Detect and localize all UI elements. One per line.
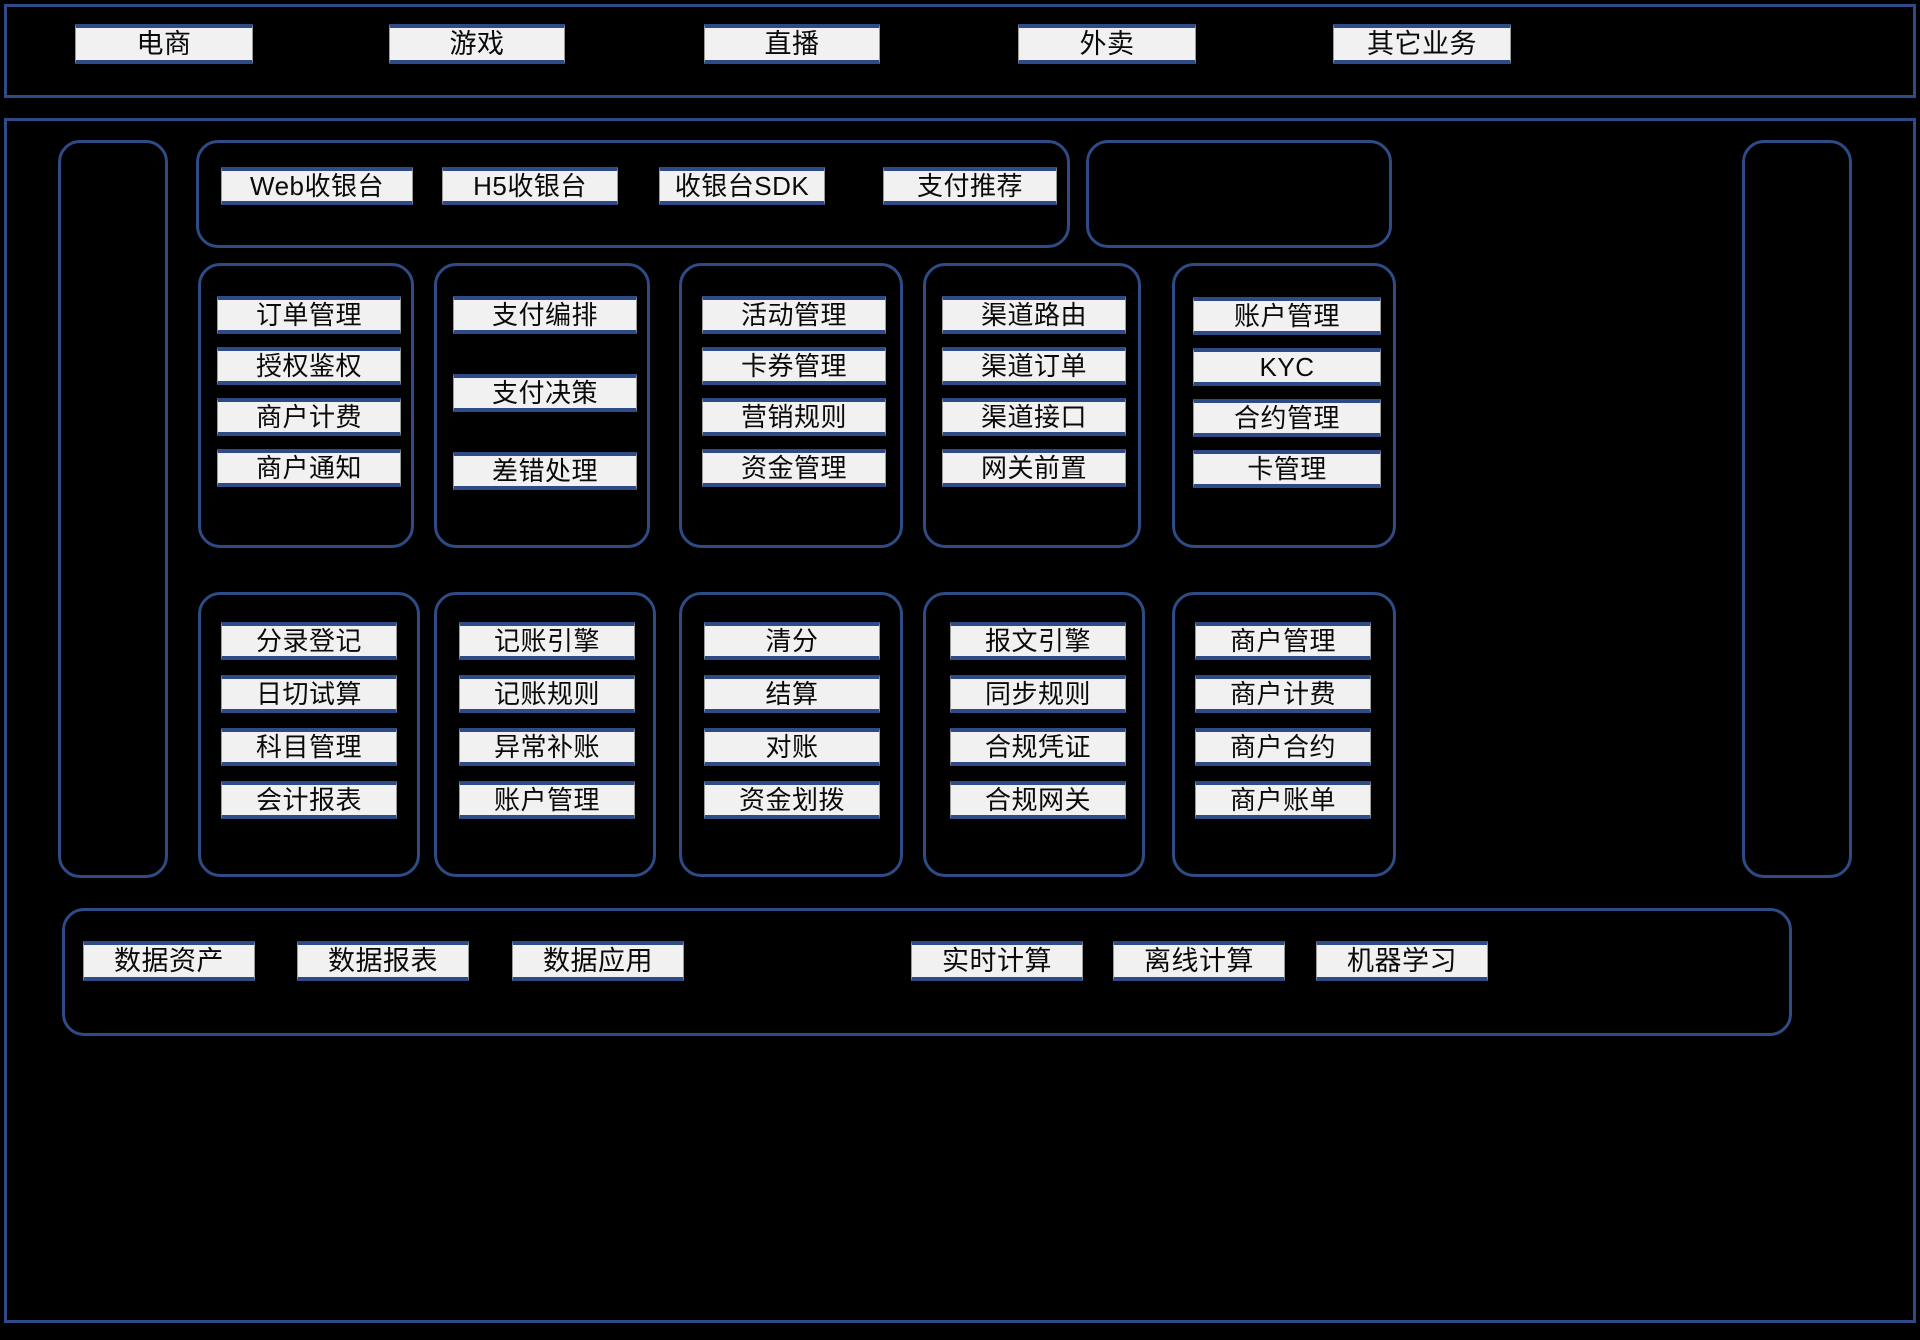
marketing-group-chip-0[interactable]: 活动管理 xyxy=(702,296,886,334)
business-line-chip-0[interactable]: 电商 xyxy=(75,24,253,64)
data-chip-2[interactable]: 数据应用 xyxy=(512,941,684,981)
data-chip-4[interactable]: 离线计算 xyxy=(1113,941,1285,981)
account-group-chip-2[interactable]: 合约管理 xyxy=(1193,399,1381,437)
business-line-chip-2[interactable]: 直播 xyxy=(704,24,880,64)
cashier-chip-1[interactable]: H5收银台 xyxy=(442,167,618,205)
compliance-group-chip-0[interactable]: 报文引擎 xyxy=(950,622,1126,660)
bookkeeping-group-chip-3[interactable]: 账户管理 xyxy=(459,781,635,819)
cashier-chip-2[interactable]: 收银台SDK xyxy=(659,167,825,205)
settlement-group-chip-1[interactable]: 结算 xyxy=(704,675,880,713)
business-line-chip-3[interactable]: 外卖 xyxy=(1018,24,1196,64)
compliance-group-chip-2[interactable]: 合规凭证 xyxy=(950,728,1126,766)
merchant-group: 商户管理商户计费商户合约商户账单 xyxy=(1172,592,1396,877)
accounting-group-chip-2[interactable]: 科目管理 xyxy=(221,728,397,766)
compliance-group-chip-3[interactable]: 合规网关 xyxy=(950,781,1126,819)
channel-group-chip-0[interactable]: 渠道路由 xyxy=(942,296,1126,334)
account-group-chip-1[interactable]: KYC xyxy=(1193,348,1381,386)
marketing-group-chip-2[interactable]: 营销规则 xyxy=(702,398,886,436)
marketing-group-chip-3[interactable]: 资金管理 xyxy=(702,449,886,487)
marketing-group-chip-1[interactable]: 卡券管理 xyxy=(702,347,886,385)
data-chip-5[interactable]: 机器学习 xyxy=(1316,941,1488,981)
merchant-group-chip-1[interactable]: 商户计费 xyxy=(1195,675,1371,713)
trade-core-group-chip-1[interactable]: 授权鉴权 xyxy=(217,347,401,385)
settlement-group-chip-3[interactable]: 资金划拨 xyxy=(704,781,880,819)
cashier-chip-3[interactable]: 支付推荐 xyxy=(883,167,1057,205)
business-line-chip-1[interactable]: 游戏 xyxy=(389,24,565,64)
settlement-group-chip-0[interactable]: 清分 xyxy=(704,622,880,660)
payment-orchestration-group: 支付编排支付决策差错处理 xyxy=(434,263,650,548)
channel-group-chip-3[interactable]: 网关前置 xyxy=(942,449,1126,487)
data-platform-band: 数据资产 数据报表 数据应用 实时计算离线计算机器学习 xyxy=(62,908,1792,1036)
data-chip-0[interactable]: 数据资产 xyxy=(83,941,255,981)
aux-reserved-group xyxy=(1086,140,1392,248)
bookkeeping-group-chip-0[interactable]: 记账引擎 xyxy=(459,622,635,660)
payment-orchestration-group-chip-1[interactable]: 支付决策 xyxy=(453,374,637,412)
trade-core-group-chip-2[interactable]: 商户计费 xyxy=(217,398,401,436)
account-group-chip-3[interactable]: 卡管理 xyxy=(1193,450,1381,488)
accounting-group-chip-0[interactable]: 分录登记 xyxy=(221,622,397,660)
payment-orchestration-group-chip-2[interactable]: 差错处理 xyxy=(453,452,637,490)
business-line-chip-4[interactable]: 其它业务 xyxy=(1333,24,1511,64)
data-chip-1[interactable]: 数据报表 xyxy=(297,941,469,981)
compliance-group-chip-1[interactable]: 同步规则 xyxy=(950,675,1126,713)
account-group: 账户管理 KYC 合约管理卡管理 xyxy=(1172,263,1396,548)
channel-group: 渠道路由渠道订单渠道接口网关前置 xyxy=(923,263,1141,548)
merchant-group-chip-2[interactable]: 商户合约 xyxy=(1195,728,1371,766)
bookkeeping-group-chip-2[interactable]: 异常补账 xyxy=(459,728,635,766)
merchant-group-chip-3[interactable]: 商户账单 xyxy=(1195,781,1371,819)
trade-core-group: 订单管理授权鉴权商户计费商户通知 xyxy=(198,263,414,548)
business-lines-band: 电商 游戏 直播 外卖 其它业务 xyxy=(4,4,1916,98)
trade-core-group-chip-0[interactable]: 订单管理 xyxy=(217,296,401,334)
cashier-group: Web收银台 H5收银台 收银台SDK 支付推荐 xyxy=(196,140,1070,248)
accounting-group-chip-3[interactable]: 会计报表 xyxy=(221,781,397,819)
accounting-group-chip-1[interactable]: 日切试算 xyxy=(221,675,397,713)
accounting-group: 分录登记日切试算科目管理会计报表 xyxy=(198,592,420,877)
payment-orchestration-group-chip-0[interactable]: 支付编排 xyxy=(453,296,637,334)
merchant-group-chip-0[interactable]: 商户管理 xyxy=(1195,622,1371,660)
marketing-group: 活动管理卡券管理营销规则资金管理 xyxy=(679,263,903,548)
settlement-group: 清分结算对账资金划拨 xyxy=(679,592,903,877)
settlement-group-chip-2[interactable]: 对账 xyxy=(704,728,880,766)
bookkeeping-group: 记账引擎记账规则异常补账账户管理 xyxy=(434,592,656,877)
account-group-chip-0[interactable]: 账户管理 xyxy=(1193,297,1381,335)
compliance-group: 报文引擎同步规则合规凭证合规网关 xyxy=(923,592,1145,877)
right-rail-reserved xyxy=(1742,140,1852,878)
trade-core-group-chip-3[interactable]: 商户通知 xyxy=(217,449,401,487)
left-rail-reserved xyxy=(58,140,168,878)
bookkeeping-group-chip-1[interactable]: 记账规则 xyxy=(459,675,635,713)
channel-group-chip-2[interactable]: 渠道接口 xyxy=(942,398,1126,436)
data-chip-3[interactable]: 实时计算 xyxy=(911,941,1083,981)
channel-group-chip-1[interactable]: 渠道订单 xyxy=(942,347,1126,385)
cashier-chip-0[interactable]: Web收银台 xyxy=(221,167,413,205)
